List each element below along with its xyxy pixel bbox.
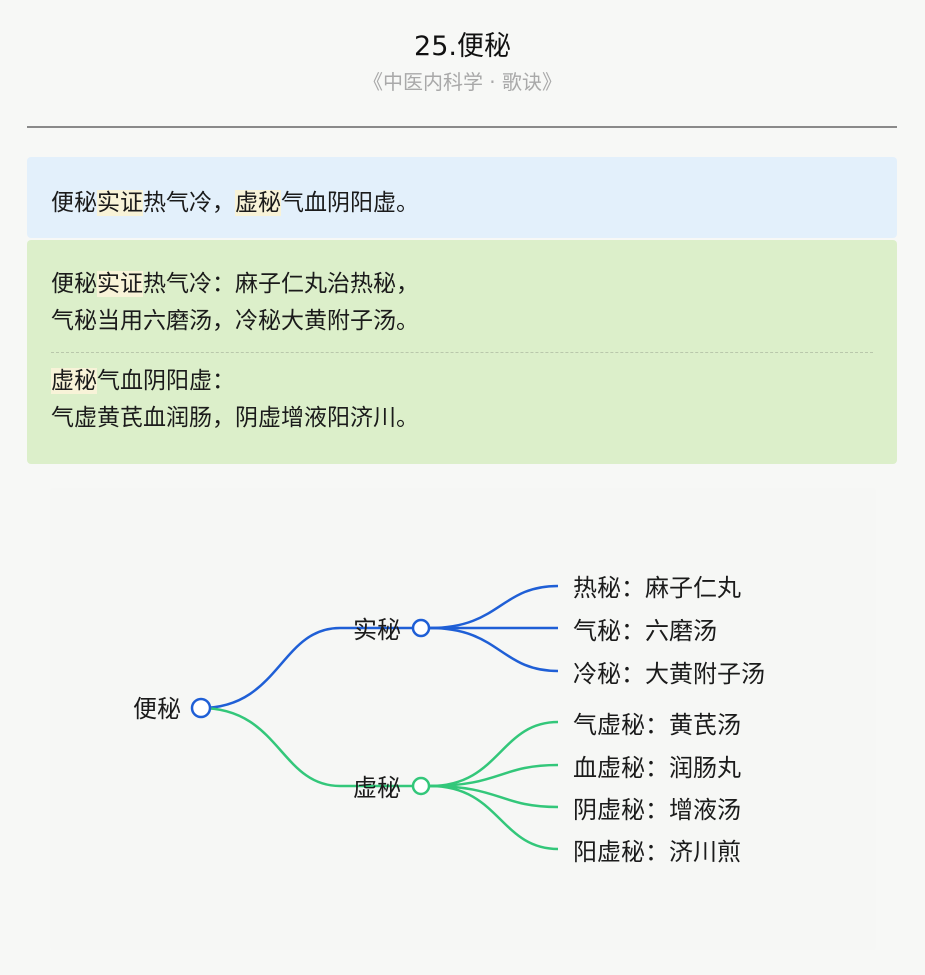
edge-xu-leaf-1 <box>429 720 559 788</box>
verse-segment-highlight: 虚秘 <box>235 190 281 216</box>
verse-line: 便秘实证热气冷：麻子仁丸治热秘， <box>51 266 873 303</box>
verse-line: 气秘当用六磨汤，冷秘大黄附子汤。 <box>51 303 873 340</box>
verse-segment-highlight: 实证 <box>97 271 143 297</box>
root-label: 便秘 <box>133 695 181 723</box>
stanza-divider <box>51 352 873 353</box>
verse-line: 气虚黄芪血润肠，阴虚增液阳济川。 <box>51 400 873 437</box>
verse-segment: 气秘当用六磨汤，冷秘大黄附子汤。 <box>51 308 419 334</box>
verse-segment: 气血阴阳虚。 <box>281 190 419 216</box>
edge-root-xu <box>200 706 341 788</box>
mindmap-card: 便秘 实秘 虚秘 热秘：麻子仁丸 气秘：六磨汤 冷秘：大黄附子汤 气虚秘：黄芪汤… <box>50 488 876 950</box>
edge-shi-leaf-3 <box>429 626 559 673</box>
page-title: 25.便秘 <box>414 31 511 62</box>
branch-label-shi: 实秘 <box>353 616 401 644</box>
xu-node-circle[interactable] <box>411 776 431 796</box>
header-divider <box>27 126 897 128</box>
verse-segment: 便秘 <box>51 190 97 216</box>
verse-stanza-xu: 虚秘气血阴阳虚： 气虚黄芪血润肠，阴虚增液阳济川。 <box>51 363 873 437</box>
verse-segment-highlight: 虚秘 <box>51 368 97 394</box>
leaf-label: 气虚秘：黄芪汤 <box>573 711 741 739</box>
edge-xu-leaf-3 <box>429 784 559 809</box>
verse-segment: 热气冷：麻子仁丸治热秘， <box>143 271 419 297</box>
verse-summary-line: 便秘实证热气冷，虚秘气血阴阳虚。 <box>51 185 873 222</box>
verse-segment-highlight: 实证 <box>97 190 143 216</box>
leaf-label: 阳虚秘：济川煎 <box>573 838 741 866</box>
leaf-label: 热秘：麻子仁丸 <box>573 574 741 602</box>
edge-shi-leaf-1 <box>429 584 559 630</box>
verse-segment: 便秘 <box>51 271 97 297</box>
edge-xu-leaf-2 <box>429 763 559 788</box>
verse-summary-box: 便秘实证热气冷，虚秘气血阴阳虚。 <box>27 157 897 238</box>
shi-node-circle[interactable] <box>411 618 431 638</box>
verse-segment: 热气冷， <box>143 190 235 216</box>
edge-xu-leaf-4 <box>429 784 559 851</box>
root-node-circle[interactable] <box>190 697 212 719</box>
mindmap-diagram: 便秘 实秘 虚秘 热秘：麻子仁丸 气秘：六磨汤 冷秘：大黄附子汤 气虚秘：黄芪汤… <box>133 574 765 866</box>
edge-root-shi <box>200 626 341 710</box>
verse-detail-box: 便秘实证热气冷：麻子仁丸治热秘， 气秘当用六磨汤，冷秘大黄附子汤。 虚秘气血阴阳… <box>27 240 897 464</box>
page-subtitle: 《中医内科学 · 歌诀》 <box>362 70 563 94</box>
verse-line: 虚秘气血阴阳虚： <box>51 363 873 400</box>
leaf-label: 冷秘：大黄附子汤 <box>573 660 765 688</box>
branch-label-xu: 虚秘 <box>353 774 401 802</box>
verse-segment: 气血阴阳虚： <box>97 368 235 394</box>
leaf-label: 血虚秘：润肠丸 <box>573 754 741 782</box>
verse-stanza-shi: 便秘实证热气冷：麻子仁丸治热秘， 气秘当用六磨汤，冷秘大黄附子汤。 <box>51 266 873 340</box>
leaf-label: 气秘：六磨汤 <box>573 617 717 645</box>
leaf-label: 阴虚秘：增液汤 <box>573 796 741 824</box>
verse-segment: 气虚黄芪血润肠，阴虚增液阳济川。 <box>51 405 419 431</box>
